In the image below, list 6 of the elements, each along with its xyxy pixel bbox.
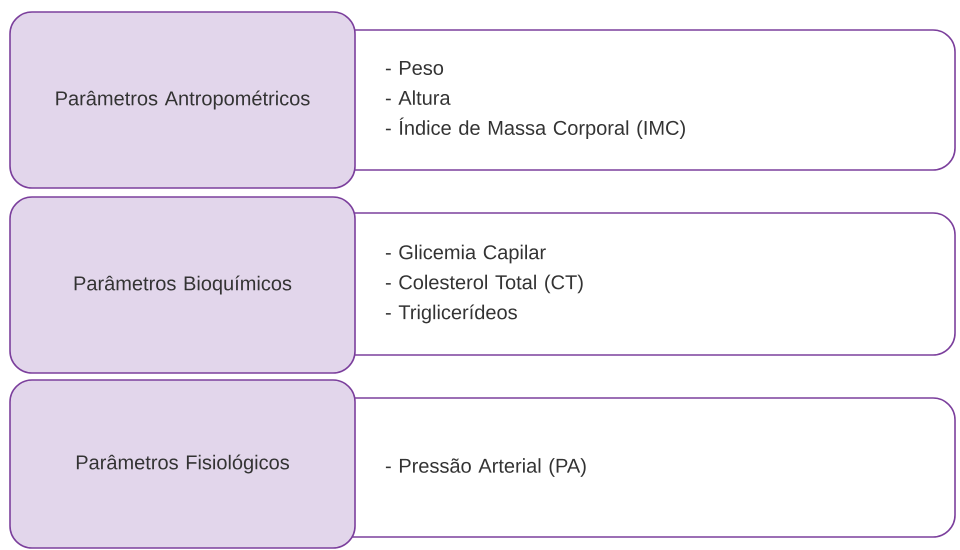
item-list-box: - Glicemia Capilar - Colesterol Total (CT) - Triglicerídeos (329, 212, 956, 356)
category-box: Parâmetros Bioquímicos (9, 196, 356, 374)
category-box: Parâmetros Antropométricos (9, 11, 356, 189)
category-box: Parâmetros Fisiológicos (9, 379, 356, 549)
item-list-box: - Pressão Arterial (PA) (329, 397, 956, 538)
item-list-box: - Peso - Altura - Índice de Massa Corporal (IMC) (329, 29, 956, 171)
